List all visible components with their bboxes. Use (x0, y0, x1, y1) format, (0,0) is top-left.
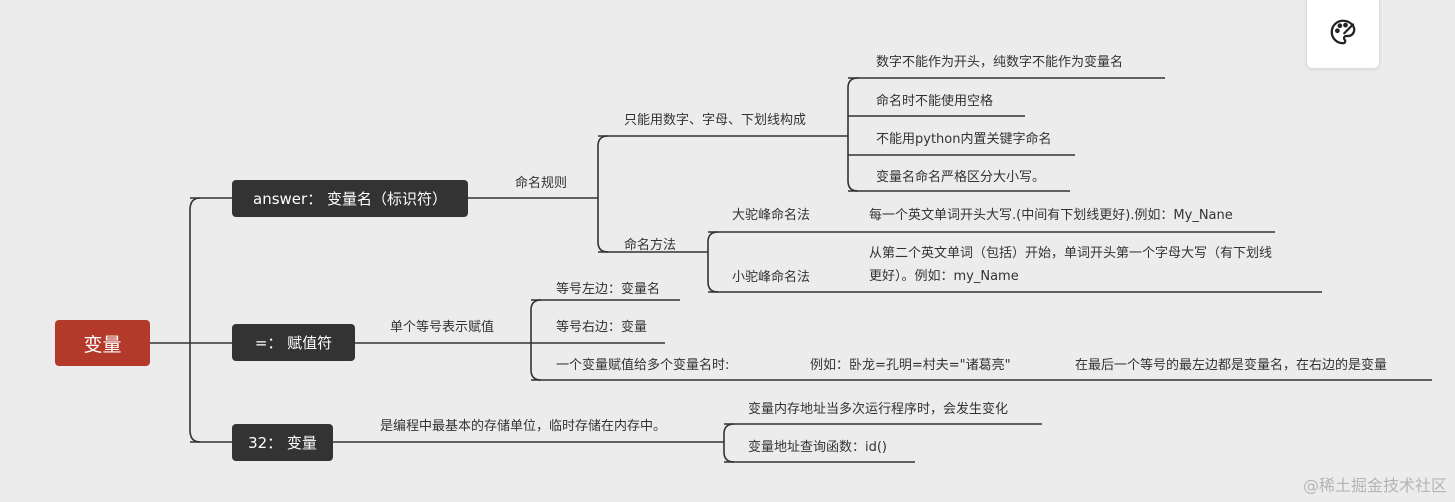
naming-method-label: 命名方法 (624, 238, 677, 253)
assign-explain: 在最后一个等号的最左边都是变量名，在右边的是变量 (1075, 358, 1388, 373)
small-camel-desc-line1: 从第二个英文单词（包括）开始，单词开头第一个字母大写（有下划线 (869, 246, 1273, 261)
number-item-1: 变量内存地址当多次运行程序时，会发生变化 (748, 402, 1009, 417)
small-camel-desc-line2: 更好）。例如：my_Name (869, 269, 1019, 284)
number-desc: 是编程中最基本的存储单位，临时存储在内存中。 (380, 419, 667, 434)
rule-item: 命名时不能使用空格 (876, 94, 994, 109)
branch-node-number[interactable]: 32： 变量 (232, 424, 333, 461)
root-node[interactable]: 变量 (55, 320, 150, 366)
palette-icon (1328, 17, 1358, 51)
big-camel-desc: 每一个英文单词开头大写.(中间有下划线更好).例如：My_Nane (869, 208, 1233, 223)
assign-example: 例如：卧龙=孔明=村夫="诸葛亮" (810, 358, 1011, 373)
assign-left: 等号左边：变量名 (556, 282, 661, 297)
big-camel-label: 大驼峰命名法 (732, 208, 811, 223)
theme-palette-button[interactable] (1306, 0, 1380, 69)
watermark: @稀土掘金技术社区 (1302, 476, 1447, 495)
number-item-2: 变量地址查询函数：id() (748, 440, 888, 455)
rule-item: 变量名命名严格区分大小写。 (876, 170, 1046, 185)
assign-right: 等号右边：变量 (556, 320, 648, 335)
small-camel-label: 小驼峰命名法 (732, 270, 811, 285)
rule-item: 不能用python内置关键字命名 (876, 132, 1052, 147)
branch-node-assign[interactable]: =： 赋值符 (232, 324, 355, 361)
assign-multi: 一个变量赋值给多个变量名时: (556, 358, 730, 373)
naming-rules-label: 命名规则 (515, 176, 568, 191)
assign-label: 单个等号表示赋值 (390, 320, 495, 335)
allowed-chars-label: 只能用数字、字母、下划线构成 (624, 113, 807, 128)
branch-node-answer[interactable]: answer： 变量名（标识符） (232, 180, 468, 217)
rule-item: 数字不能作为开头，纯数字不能作为变量名 (876, 55, 1124, 70)
